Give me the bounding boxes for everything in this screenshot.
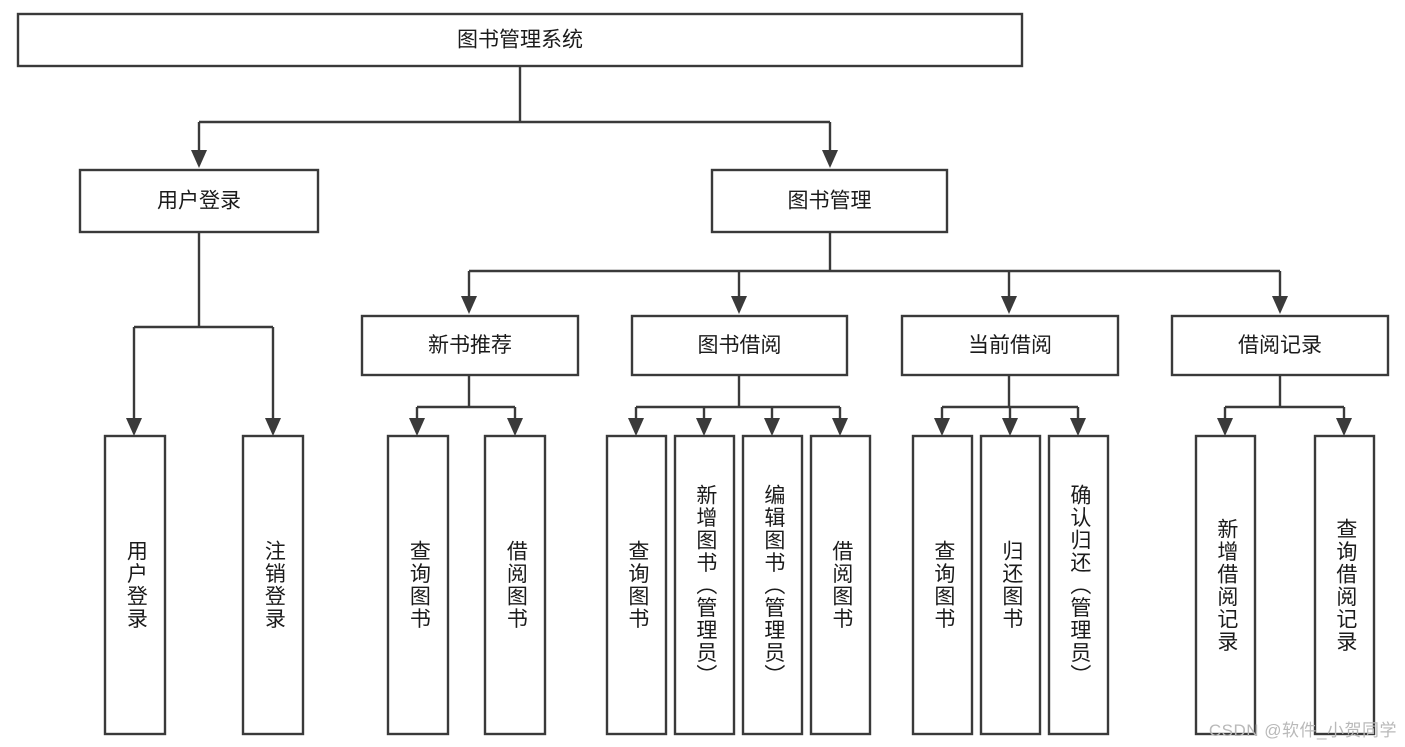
node-leaf-leaf-borrow-book-1[interactable]: [483, 434, 547, 736]
node-l3-borrow-record[interactable]: [1170, 314, 1390, 377]
arrow-head-icon: [507, 418, 523, 436]
node-label: 图书管理: [788, 190, 872, 213]
node-leaf-leaf-borrow-book-2[interactable]: [809, 434, 872, 736]
node-leaf-leaf-query-book-1[interactable]: [386, 434, 450, 736]
arrow-head-icon: [628, 418, 644, 436]
node-l3-book-borrow[interactable]: [630, 314, 849, 377]
arrow-head-icon: [1001, 296, 1017, 314]
node-label: 图书管理系统: [457, 29, 583, 52]
node-leaf-leaf-query-book-3[interactable]: [911, 434, 974, 736]
arrow-head-icon: [1272, 296, 1288, 314]
node-leaf-leaf-add-record[interactable]: [1194, 434, 1257, 736]
arrow-head-icon: [934, 418, 950, 436]
node-boxes-group: [16, 12, 1390, 736]
node-leaf-leaf-confirm-return[interactable]: [1047, 434, 1110, 736]
arrow-head-icon: [191, 150, 207, 168]
node-root-root[interactable]: [16, 12, 1024, 68]
node-leaf-leaf-query-record[interactable]: [1313, 434, 1376, 736]
node-l2-user-login[interactable]: [78, 168, 320, 234]
node-leaf-leaf-return-book[interactable]: [979, 434, 1042, 736]
arrow-head-icon: [1002, 418, 1018, 436]
arrow-head-icon: [1336, 418, 1352, 436]
arrow-head-icon: [1217, 418, 1233, 436]
arrow-head-icon: [822, 150, 838, 168]
node-label: 图书借阅: [698, 334, 782, 357]
node-l3-current-borrow[interactable]: [900, 314, 1120, 377]
arrow-head-icon: [126, 418, 142, 436]
arrow-head-icon: [461, 296, 477, 314]
node-label: 借阅记录: [1238, 334, 1322, 357]
node-label: 新书推荐: [428, 334, 512, 357]
node-l2-book-manage[interactable]: [710, 168, 949, 234]
connectors-group: [132, 66, 1346, 418]
node-label: 用户登录: [157, 190, 241, 213]
arrow-head-icon: [696, 418, 712, 436]
arrow-head-icon: [731, 296, 747, 314]
node-leaf-leaf-user-login[interactable]: [103, 434, 167, 736]
arrow-head-icon: [265, 418, 281, 436]
arrow-head-icon: [1070, 418, 1086, 436]
arrow-head-icon: [409, 418, 425, 436]
node-leaf-leaf-query-book-2[interactable]: [605, 434, 668, 736]
node-leaf-leaf-edit-book[interactable]: [741, 434, 804, 736]
arrowheads-group: [126, 150, 1352, 436]
node-label: 当前借阅: [968, 334, 1052, 357]
arrow-head-icon: [832, 418, 848, 436]
node-leaf-leaf-add-book[interactable]: [673, 434, 736, 736]
csdn-watermark: CSDN @软件_小贺同学: [1208, 721, 1397, 740]
arrow-head-icon: [764, 418, 780, 436]
node-l3-new-book-recommend[interactable]: [360, 314, 580, 377]
node-leaf-leaf-logout[interactable]: [241, 434, 305, 736]
